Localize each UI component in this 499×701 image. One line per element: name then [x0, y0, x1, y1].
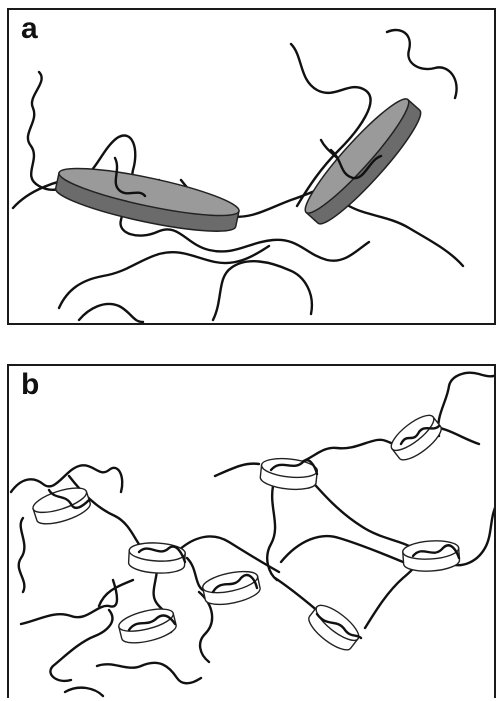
panel-a: a: [7, 8, 496, 325]
platelet-disc-2: [128, 542, 185, 575]
panel-a-diagram: [9, 10, 494, 323]
platelet-disc-6: [402, 539, 460, 573]
panel-b: b: [7, 364, 496, 698]
platelet-disc-5: [387, 410, 446, 466]
platelet-disc-3: [201, 567, 262, 608]
platelet-disc-left: [53, 159, 242, 240]
panel-a-label: a: [21, 14, 38, 44]
panel-b-label: b: [21, 370, 39, 400]
platelet-disc-7: [117, 605, 179, 648]
panel-b-diagram: [9, 366, 494, 698]
